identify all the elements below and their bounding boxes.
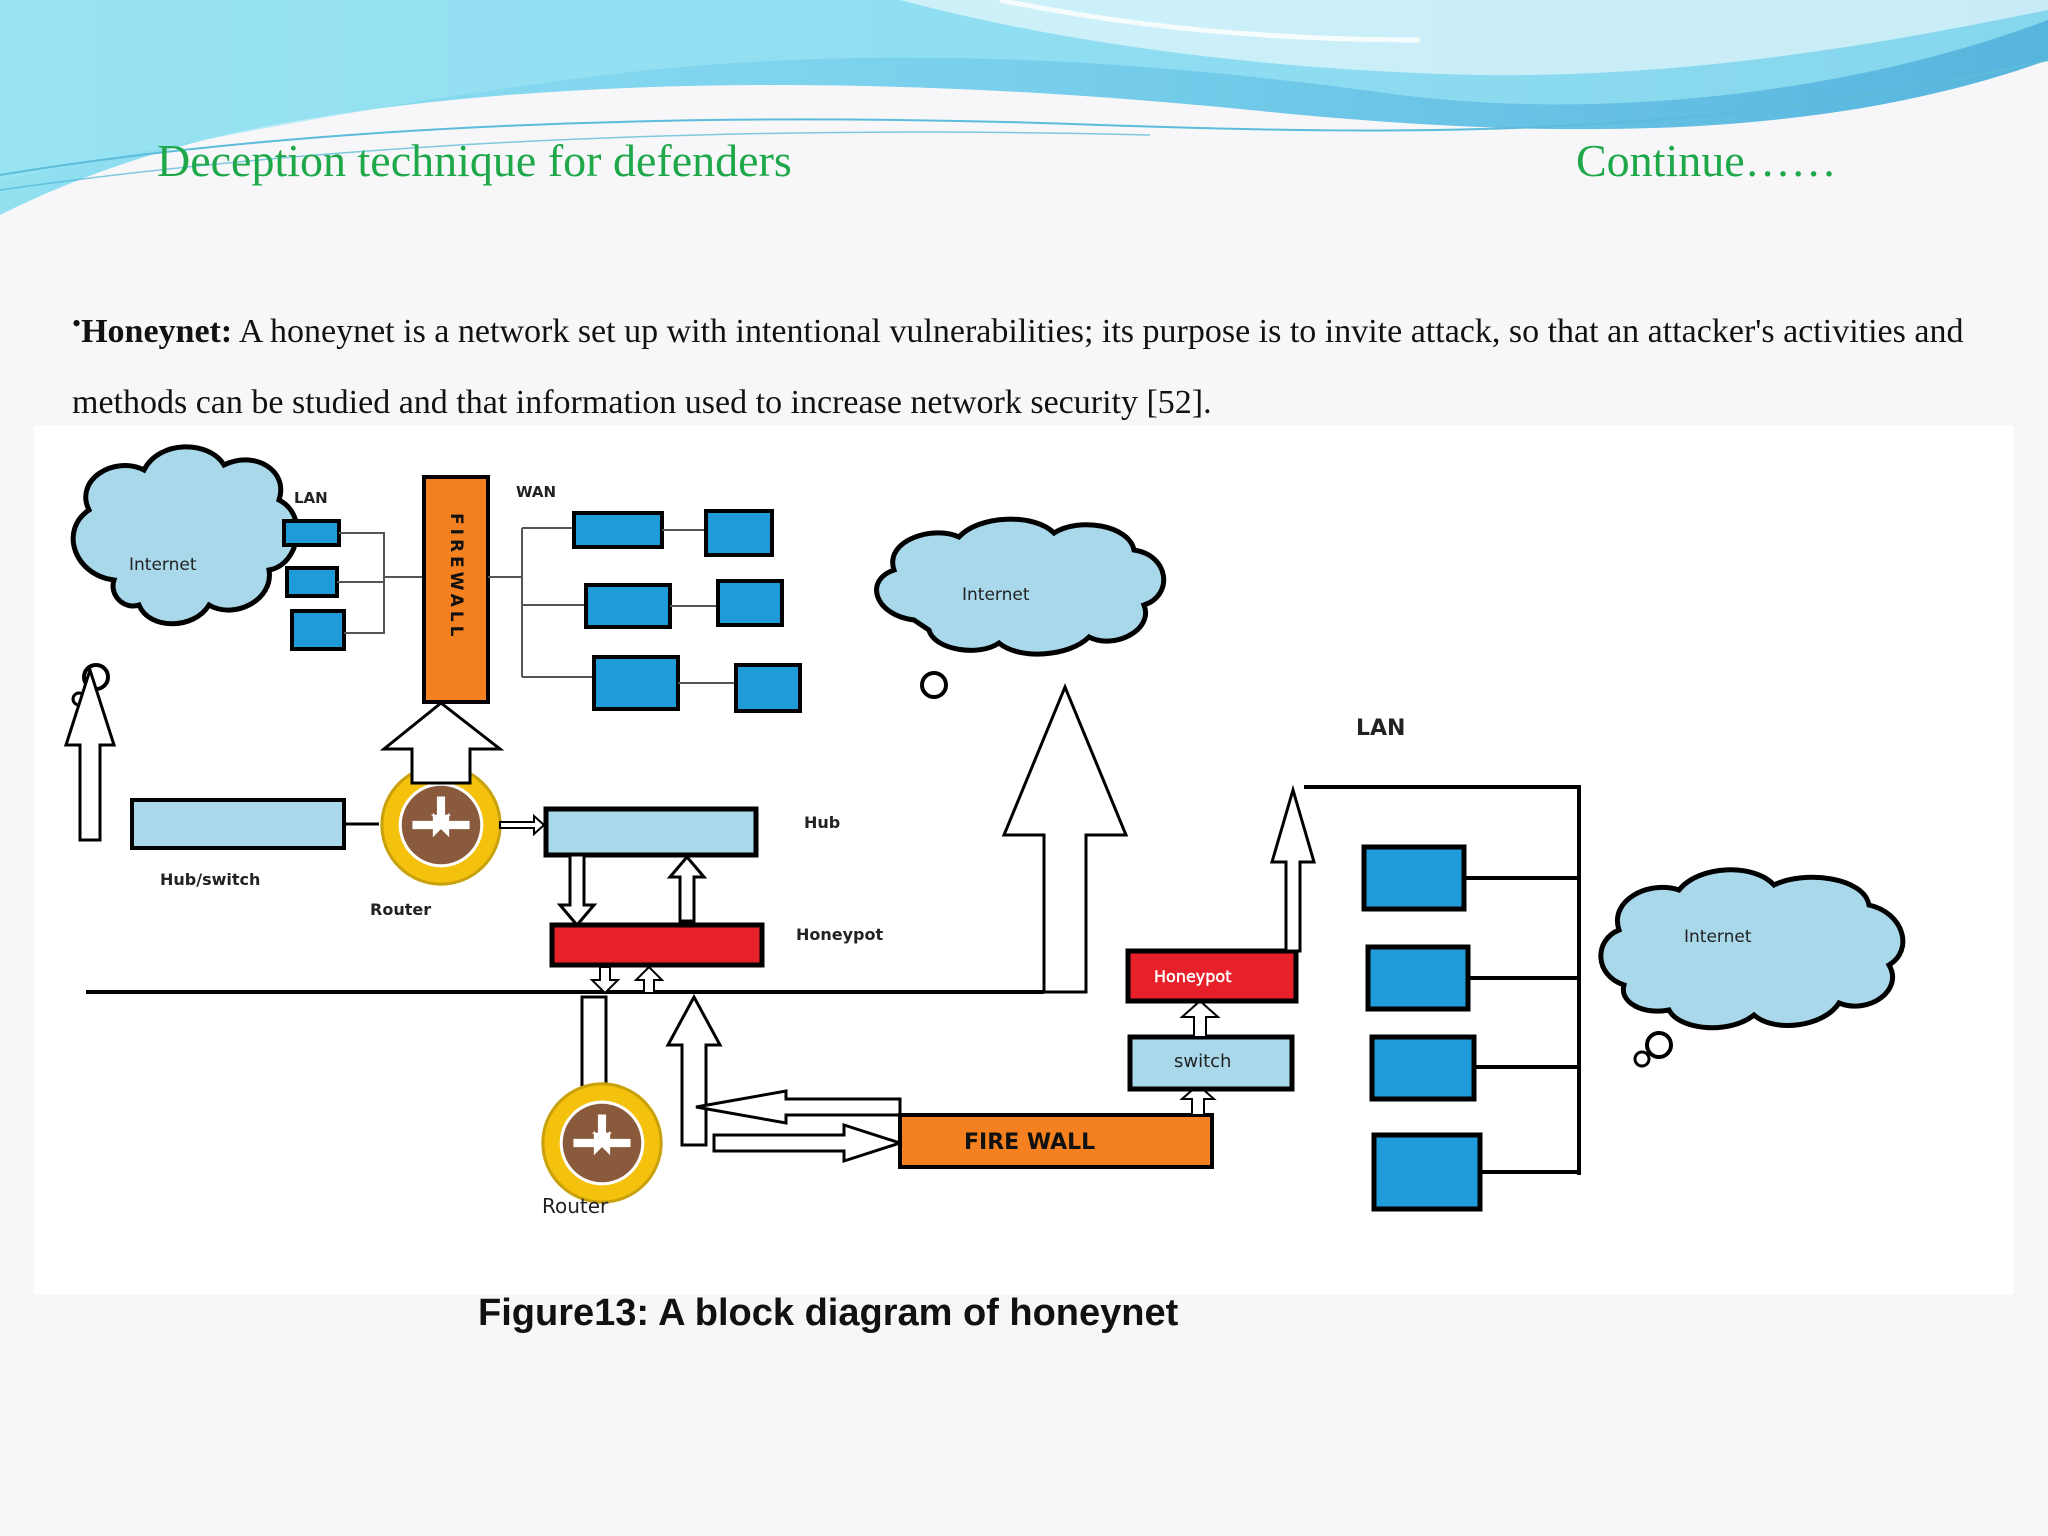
lan-pc-right-2 xyxy=(1365,944,1471,1012)
firewall-vertical-label: FIREWALL xyxy=(446,513,466,640)
arrow-router-to-firewall xyxy=(379,701,505,785)
lan-pc-right-1 xyxy=(1361,844,1467,912)
router-label-top: Router xyxy=(370,900,431,919)
arrow-up-left xyxy=(63,665,117,842)
internet-cloud-top-middle: Internet xyxy=(874,516,1167,699)
hub-box: Hub xyxy=(543,806,840,858)
lan-label-right: LAN xyxy=(1356,716,1405,741)
wan-group: WAN xyxy=(488,483,802,713)
honeynet-block-diagram: Internet LAN FIREWALL WAN Internet LAN xyxy=(63,444,1906,1218)
hub-switch-left: Hub/switch xyxy=(130,798,379,889)
hub-switch-label: Hub/switch xyxy=(160,870,260,889)
wan-pc-3b xyxy=(734,663,802,713)
arrow-small-down xyxy=(589,966,621,995)
arrow-small-up xyxy=(633,965,665,994)
lan-group-top: LAN xyxy=(282,489,424,651)
lan-pc-2 xyxy=(285,566,339,598)
switch-box: switch xyxy=(1127,1034,1295,1092)
arrow-up-to-internet xyxy=(1001,683,1129,994)
lan-pc-1 xyxy=(282,519,341,547)
arrow-router-to-hub xyxy=(499,813,546,837)
router-top: Router xyxy=(370,764,502,919)
internet-label-2: Internet xyxy=(962,585,1030,605)
arrow-hub-to-honeypot xyxy=(556,853,598,928)
honeynet-paragraph: •Honeynet: A honeynet is a network set u… xyxy=(72,288,1972,438)
arrow-switch-to-honeypot xyxy=(1179,999,1221,1038)
lan-pcs-right xyxy=(1361,844,1579,1212)
wan-label: WAN xyxy=(516,483,556,501)
router-bottom: Router xyxy=(541,1082,663,1218)
lan-label-top: LAN xyxy=(294,489,328,507)
honeynet-term: Honeynet: xyxy=(81,313,233,350)
internet-cloud-top-left: Internet xyxy=(70,444,300,707)
lan-pc-3 xyxy=(290,609,346,651)
honeypot-small-label: Honeypot xyxy=(1154,967,1232,986)
firewall-top: FIREWALL xyxy=(422,475,490,704)
internet-label-1: Internet xyxy=(129,555,197,575)
firewall-label: FIRE WALL xyxy=(964,1130,1095,1155)
arrow-firewall-to-switch xyxy=(1179,1083,1217,1116)
internet-label-3: Internet xyxy=(1684,927,1752,947)
arrow-firewall-to-router xyxy=(695,1089,902,1125)
lan-bus-right xyxy=(1304,785,1581,1175)
wan-pc-2b xyxy=(716,579,784,627)
honeynet-definition: A honeynet is a network set up with inte… xyxy=(72,313,1964,421)
lan-pc-right-3 xyxy=(1369,1034,1477,1102)
arrow-honeypot-to-lan xyxy=(1270,784,1316,953)
wan-pc-2a xyxy=(584,583,672,629)
bullet-marker: • xyxy=(72,309,82,338)
arrow-router-to-firewall-bottom xyxy=(712,1122,905,1164)
honeypot-label: Honeypot xyxy=(796,925,884,944)
router-label-bottom: Router xyxy=(542,1194,609,1218)
wan-pc-1b xyxy=(704,509,774,557)
honeypot-small-box: Honeypot xyxy=(1125,948,1299,1004)
firewall-bottom: FIRE WALL xyxy=(898,1113,1214,1169)
honeypot-box: Honeypot xyxy=(549,922,884,968)
slide-title: Deception technique for defenders xyxy=(157,135,792,186)
arrow-router-to-bus xyxy=(665,993,723,1147)
wan-pc-3a xyxy=(592,655,680,711)
continue-label: Continue…… xyxy=(1576,135,1837,186)
wan-pc-1a xyxy=(572,511,664,549)
header-wave-decoration xyxy=(0,0,2048,215)
figure-caption: Figure13: A block diagram of honeynet xyxy=(478,1292,1179,1334)
internet-cloud-right: Internet xyxy=(1598,867,1906,1068)
lan-pc-right-4 xyxy=(1371,1132,1483,1212)
switch-label: switch xyxy=(1174,1051,1231,1072)
hub-label: Hub xyxy=(804,813,840,832)
arrow-honeypot-to-hub xyxy=(666,854,708,923)
